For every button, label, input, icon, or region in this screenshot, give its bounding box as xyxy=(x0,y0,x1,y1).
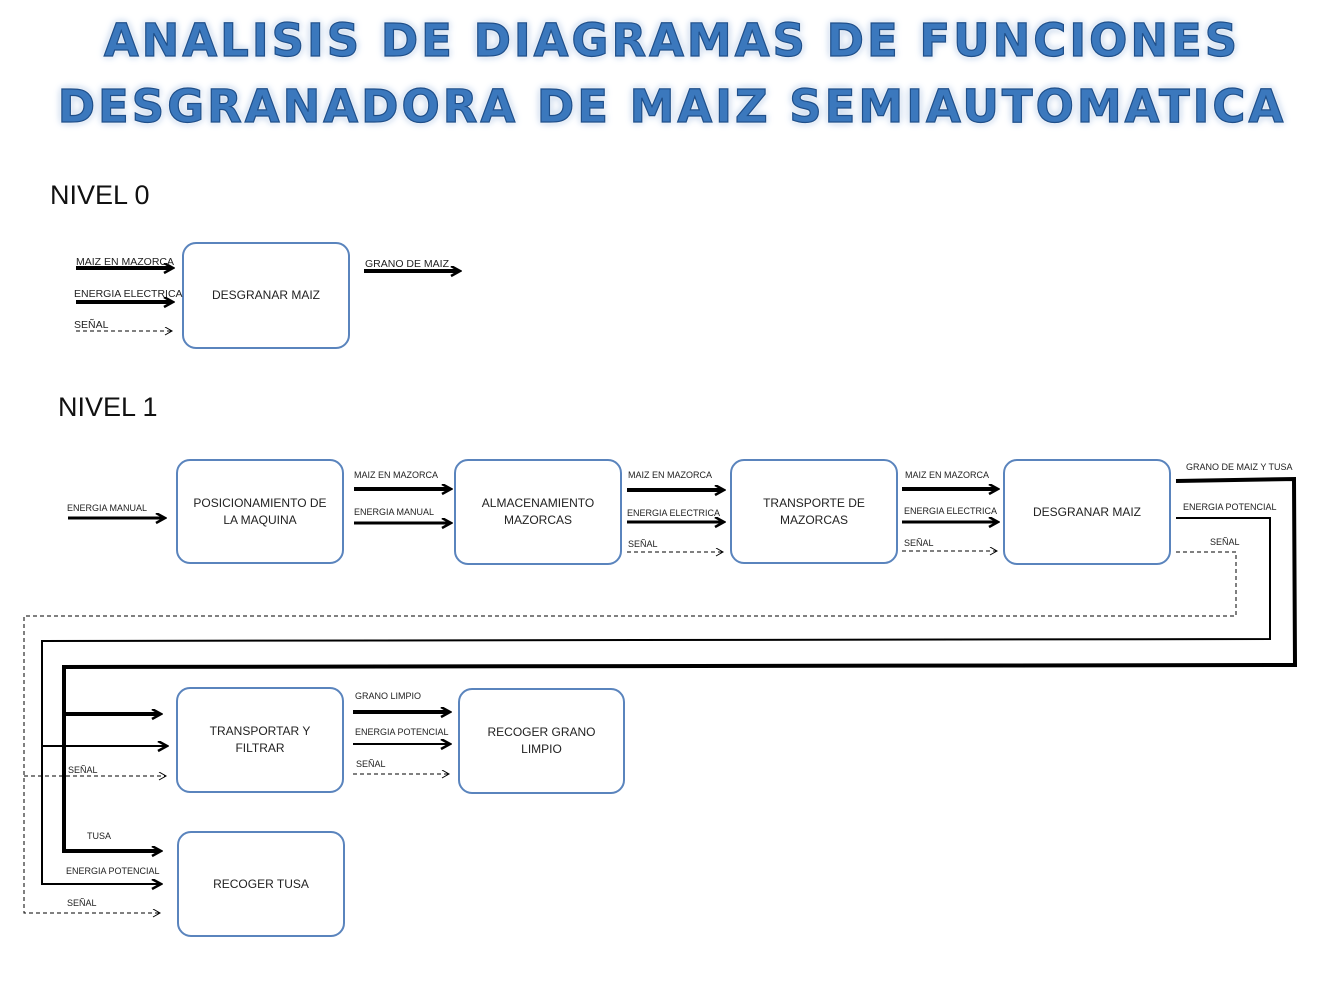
label-maiz-1: MAIZ EN MAZORCA xyxy=(354,470,439,480)
label-energia-potencial-rt: ENERGIA POTENCIAL xyxy=(66,866,160,876)
label-maiz-3: MAIZ EN MAZORCA xyxy=(905,470,990,480)
label-grano-tusa: GRANO DE MAIZ Y TUSA xyxy=(1186,462,1293,472)
label-energia-manual-in: ENERGIA MANUAL xyxy=(67,503,148,513)
box-desgranar-maiz-n1: DESGRANAR MAIZ xyxy=(1003,459,1171,565)
box-recoger-grano: RECOGER GRANO LIMPIO xyxy=(458,688,625,794)
label-energia-elec-2: ENERGIA ELECTRICA xyxy=(627,508,721,518)
label-n0-grano: GRANO DE MAIZ xyxy=(365,258,450,270)
label-n0-energia: ENERGIA ELECTRICA xyxy=(74,288,183,300)
box-posicionamiento: POSICIONAMIENTO DE LA MAQUINA xyxy=(176,459,344,564)
label-senal-gl: SEÑAL xyxy=(356,759,386,769)
label-senal-rt: SEÑAL xyxy=(67,898,97,908)
box-desgranar-maiz-n0: DESGRANAR MAIZ xyxy=(182,242,350,349)
grano-tusa-route xyxy=(62,476,1298,851)
energia-potencial-route xyxy=(41,517,1271,884)
nivel-0-heading: NIVEL 0 xyxy=(50,180,150,210)
box-transportar-filtrar: TRANSPORTAR Y FILTRAR xyxy=(176,687,344,793)
label-energia-potencial-gl: ENERGIA POTENCIAL xyxy=(355,727,449,737)
box-transporte: TRANSPORTE DE MAZORCAS xyxy=(730,459,898,564)
label-senal-tf: SEÑAL xyxy=(68,765,98,775)
label-tusa: TUSA xyxy=(87,831,112,841)
label-n0-maiz: MAIZ EN MAZORCA xyxy=(76,256,175,268)
nivel-1-heading: NIVEL 1 xyxy=(58,392,158,422)
label-n0-senal: SEÑAL xyxy=(74,319,109,331)
label-senal-out: SEÑAL xyxy=(1210,537,1240,547)
senal-route xyxy=(23,551,1237,913)
title-line-1: ANALISIS DE DIAGRAMAS DE FUNCIONES xyxy=(103,13,1241,67)
label-grano-limpio: GRANO LIMPIO xyxy=(355,691,422,701)
label-energia-manual-2: ENERGIA MANUAL xyxy=(354,507,435,517)
label-energia-elec-3: ENERGIA ELECTRICA xyxy=(904,506,998,516)
label-senal-3: SEÑAL xyxy=(904,538,934,548)
label-maiz-2: MAIZ EN MAZORCA xyxy=(628,470,713,480)
box-recoger-tusa: RECOGER TUSA xyxy=(177,831,345,937)
label-senal-2: SEÑAL xyxy=(628,539,658,549)
title-line-2: DESGRANADORA DE MAIZ SEMIAUTOMATICA xyxy=(57,79,1287,133)
label-energia-potencial-out: ENERGIA POTENCIAL xyxy=(1183,502,1277,512)
box-almacenamiento: ALMACENAMIENTO MAZORCAS xyxy=(454,459,622,565)
